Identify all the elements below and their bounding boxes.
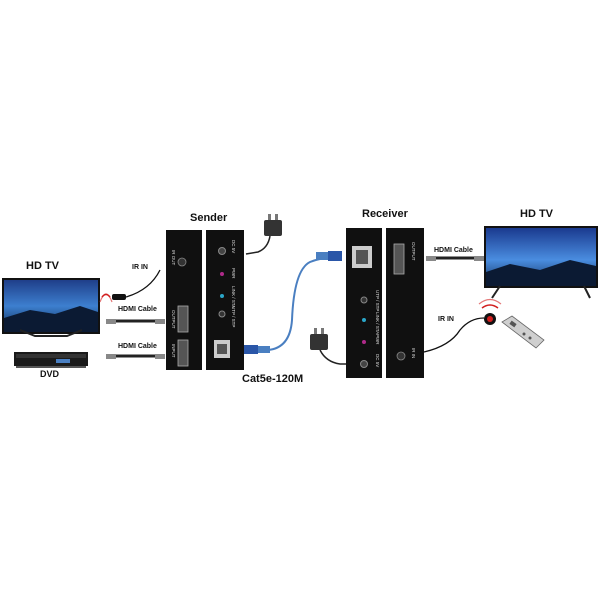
hdtv-left-label: HD TV bbox=[26, 260, 59, 272]
hdmi-cable-label-1: HDMI Cable bbox=[118, 306, 157, 313]
receiver-port-output: OUTPUT bbox=[411, 242, 416, 261]
receiver-label: Receiver bbox=[362, 208, 408, 220]
ir-in-right-label: IR IN bbox=[438, 316, 454, 323]
hdmi-cable-right bbox=[426, 256, 484, 261]
cable-label: Cat5e-120M bbox=[242, 373, 304, 385]
hdmi-cable-label-2: HDMI Cable bbox=[118, 343, 157, 350]
receiver-unit bbox=[346, 228, 424, 378]
power-adapter-receiver bbox=[310, 328, 346, 365]
hdmi-cables-left bbox=[106, 319, 165, 359]
sender-port-utp: UTP / STP bbox=[231, 306, 236, 328]
hdtv-left bbox=[2, 278, 100, 337]
cat5e-cable bbox=[244, 251, 342, 354]
ir-emitter-left bbox=[99, 269, 161, 303]
sender-port-ir-out: IR OUT bbox=[171, 250, 176, 266]
sender-port-pwr: PWR bbox=[231, 268, 236, 279]
sender-port-dc: DC 5V bbox=[231, 240, 236, 254]
dvd-label: DVD bbox=[40, 369, 60, 379]
receiver-port-dc: DC 5V bbox=[375, 354, 380, 368]
receiver-port-pwr: PWR bbox=[375, 334, 380, 345]
hdtv-right-label: HD TV bbox=[520, 208, 553, 220]
hdtv-right bbox=[484, 226, 598, 299]
receiver-port-ir-in: IR IN bbox=[411, 348, 416, 359]
dvd-player bbox=[14, 352, 88, 368]
remote-control bbox=[501, 315, 545, 349]
sender-port-link: LINK / STA bbox=[231, 286, 236, 309]
sender-port-input: INPUT bbox=[171, 344, 176, 358]
receiver-port-sta: LINK / STA bbox=[375, 312, 380, 335]
sender-label: Sender bbox=[190, 212, 228, 224]
ir-receiver-right bbox=[423, 298, 502, 353]
receiver-port-utp: UTP / STP bbox=[375, 290, 380, 312]
sender-unit bbox=[166, 230, 244, 370]
hdmi-cable-label-3: HDMI Cable bbox=[434, 247, 473, 254]
power-adapter-sender bbox=[245, 214, 282, 255]
ir-in-left-label: IR IN bbox=[132, 264, 148, 271]
sender-port-output: OUTPUT bbox=[171, 310, 176, 329]
